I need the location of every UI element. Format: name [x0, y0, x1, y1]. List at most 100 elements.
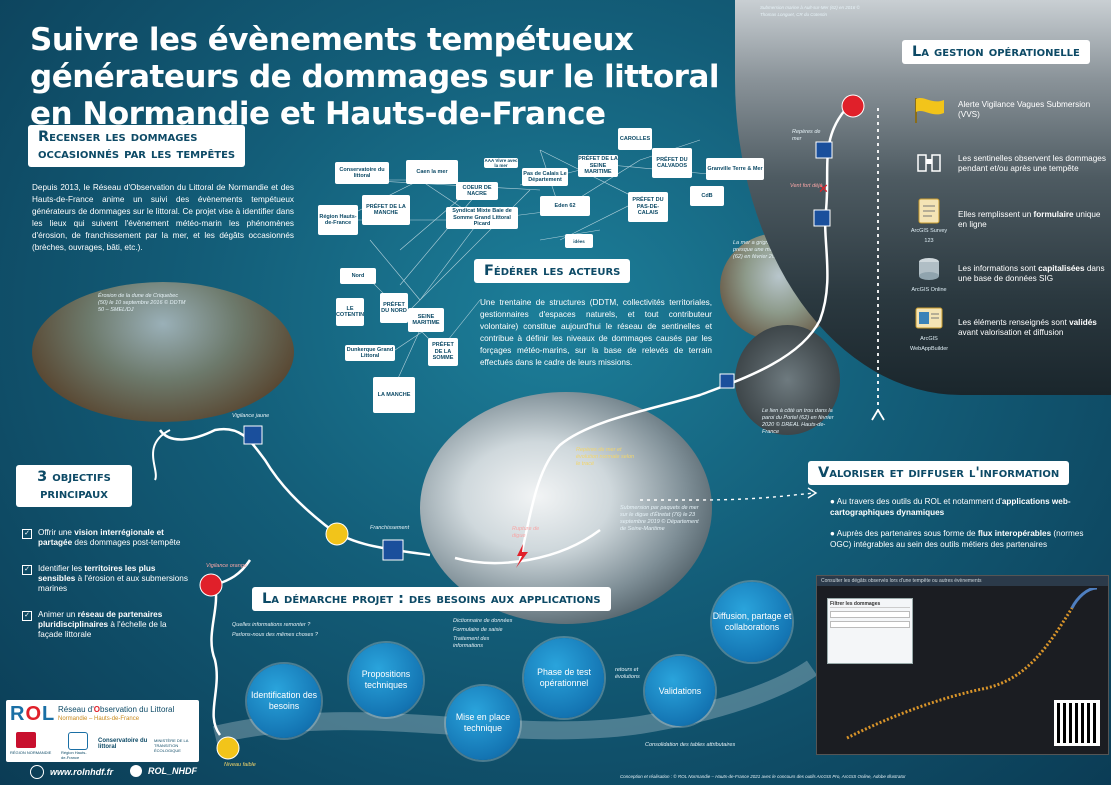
gestion-list: Alerte Vigilance Vagues Submersion (VVS)… [910, 90, 1110, 352]
dune-erosion-photo [32, 282, 294, 422]
marker-square-1 [815, 141, 833, 159]
partner-logo: Nord [340, 268, 376, 284]
marker-square-2 [813, 209, 831, 227]
checkbox-icon: ✓ [22, 565, 32, 575]
marker-yellow-1 [325, 522, 349, 546]
recenser-title-line2: occasionnés par les tempêtes [38, 146, 236, 162]
marker-red-2 [199, 573, 223, 597]
globe-icon [30, 765, 44, 779]
note-consolidation: Consolidation des tables attributaires [645, 742, 736, 748]
normandie-flag-icon [16, 732, 36, 748]
partner-logo: PRÉFET DU PAS-DE-CALAIS [628, 192, 668, 222]
marker-square-4 [243, 425, 263, 445]
partner-conservatoire: Conservatoire du littoral [98, 738, 148, 750]
step-identification: Identification des besoins [247, 664, 321, 738]
database-icon [910, 253, 948, 285]
rol-logo-block: ROL Réseau d'Observation du Littoral Nor… [6, 700, 199, 762]
partner-logo: LE COTENTIN [336, 298, 364, 326]
valoriser-bullet-2: ● Auprès des partenaires sous forme de f… [830, 529, 1084, 549]
demarche-title: La démarche projet : des besoins aux app… [252, 587, 611, 611]
partner-ministere: MINISTÈRE DE LA TRANSITION ÉCOLOGIQUE [154, 738, 189, 753]
rol-name: Réseau d'Observation du Littoral [58, 705, 175, 714]
recenser-text: Depuis 2013, le Réseau d'Observation du … [32, 183, 294, 252]
partner-logo: CAROLLES [618, 128, 652, 150]
rol-subtitle: Normandie – Hauts-de-France [58, 716, 140, 722]
partner-logo: PRÉFET DE LA SOMME [428, 338, 458, 366]
partner-logo: Conservatoire du littoral [335, 162, 389, 184]
gestion-item-capitalisees: ArcGIS Online Les informations sont capi… [910, 254, 1110, 294]
portel-photo [735, 325, 840, 435]
qr-code[interactable] [1054, 700, 1100, 746]
hdf-region-icon [68, 732, 88, 750]
recenser-title-line1: Recenser les dommages [38, 129, 198, 145]
step-diffusion: Diffusion, partage et collaborations [712, 582, 792, 662]
footer-credit: Conception et réalisation : © ROL Norman… [620, 774, 906, 779]
partner-logo: SEINE MARITIME [408, 308, 444, 332]
storm-waves-photo [420, 392, 712, 624]
rol-logo: ROL [10, 703, 56, 725]
partner-logo: Caen la mer [406, 160, 458, 184]
gestion-item-vvs: Alerte Vigilance Vagues Submersion (VVS) [910, 90, 1110, 130]
partner-hdf: Région Hauts-de-France [61, 750, 87, 760]
portel-caption: Le lien à côté un trou dans la paroi du … [762, 408, 834, 435]
objectifs-title-line1: 3 objectifs [37, 469, 111, 485]
checkbox-icon: ✓ [22, 611, 32, 621]
warning-flag-icon [910, 94, 948, 126]
gestion-title: La gestion opérationelle [902, 40, 1090, 64]
partner-logo: PRÉFET DE LA SEINE MARITIME [578, 155, 618, 177]
objectifs-title-line2: principaux [40, 486, 108, 502]
objectif-item-2: ✓ Identifier les territoires les plus se… [22, 564, 190, 594]
gestion-item-sentinelles: Les sentinelles observent les dommages p… [910, 144, 1110, 184]
note-questions-2: Parlons-nous des mêmes choses ? [232, 632, 318, 638]
map-filter-field[interactable] [830, 621, 910, 628]
valoriser-bullets: ● Au travers des outils du ROL et notamm… [830, 496, 1102, 550]
federer-text: Une trentaine de structures (DDTM, colle… [480, 298, 712, 367]
footer-twitter[interactable]: ROL_NHDF [130, 765, 197, 777]
step-propositions: Propositions techniques [349, 643, 423, 717]
partner-normandie: RÉGION NORMANDIE [10, 750, 52, 755]
map-filter-field[interactable] [830, 611, 910, 618]
lightning-icon [516, 544, 528, 568]
partner-logo: PRÉFET DU NORD [380, 293, 408, 323]
map-header: Consulter les dégâts observés lors d'une… [817, 576, 1108, 586]
partner-logo: AAA Vivre avec la mer [484, 158, 518, 168]
note-formulaire: Formulaire de saisie [453, 627, 503, 633]
partner-logo: Syndicat Mixte Baie de Somme Grand Litto… [446, 207, 518, 229]
note-retours: retours et évolutions [615, 667, 640, 680]
partner-logo: CdB [690, 186, 724, 206]
objectif-item-1: ✓ Offrir une vision interrégionale et pa… [22, 528, 190, 548]
web-map-screenshot[interactable]: Consulter les dégâts observés lors d'une… [816, 575, 1109, 755]
partner-logo: PRÉFET DU CALVADOS [652, 148, 692, 178]
franchissement-caption: Submersion par paquets de mer sur le dig… [620, 505, 699, 532]
label-rupture-digue: Rupture de digue [512, 526, 540, 539]
objectifs-title: 3 objectifs principaux [16, 465, 132, 507]
checkbox-icon: ✓ [22, 529, 32, 539]
label-franchissement: Franchissement [370, 525, 410, 531]
partner-logo: idées [565, 234, 593, 248]
clipboard-icon [910, 194, 948, 226]
valoriser-bullet-1: ● Au travers des outils du ROL et notamm… [830, 497, 1071, 517]
partner-logo: COEUR DE NACRE [456, 182, 498, 200]
partner-logo: LA MANCHE [373, 377, 415, 413]
federer-title: Fédérer les acteurs [474, 259, 631, 283]
partner-logo: Pas de Calais Le Département [522, 168, 568, 186]
tool-label: ArcGIS WebAppBuilder [910, 335, 949, 353]
gestion-item-formulaire: ArcGIS Survey 123 Elles remplissent un f… [910, 198, 1110, 244]
partner-logo: Granville Terre & Mer [706, 158, 764, 180]
tool-label: ArcGIS Survey 123 [910, 227, 948, 245]
webapp-icon [910, 302, 948, 334]
gestion-item-validation: ArcGIS WebAppBuilder Les éléments rensei… [910, 307, 1110, 352]
note-questions-1: Quelles informations remonter ? [232, 622, 311, 628]
objectifs-list: ✓ Offrir une vision interrégionale et pa… [22, 528, 190, 640]
coast-caption: Submersion marine à Ault-sur-Mer (62) en… [760, 5, 860, 17]
map-filter-panel[interactable]: Filtrer les dommages [827, 598, 913, 664]
footer-website[interactable]: www.rolnhdf.fr [30, 765, 113, 779]
label-vent-fort: Vent fort déjà [790, 183, 823, 189]
label-vigilance-jaune: Vigilance jaune [232, 413, 270, 419]
binoculars-icon [910, 148, 948, 180]
objectif-item-3: ✓ Animer un réseau de partenaires plurid… [22, 610, 190, 640]
step-test: Phase de test opérationnel [524, 638, 604, 718]
partner-logo: PRÉFET DE LA MANCHE [362, 195, 410, 225]
dune-erosion-caption: Érosion de la dune de Criquebec (50) le … [98, 293, 186, 313]
